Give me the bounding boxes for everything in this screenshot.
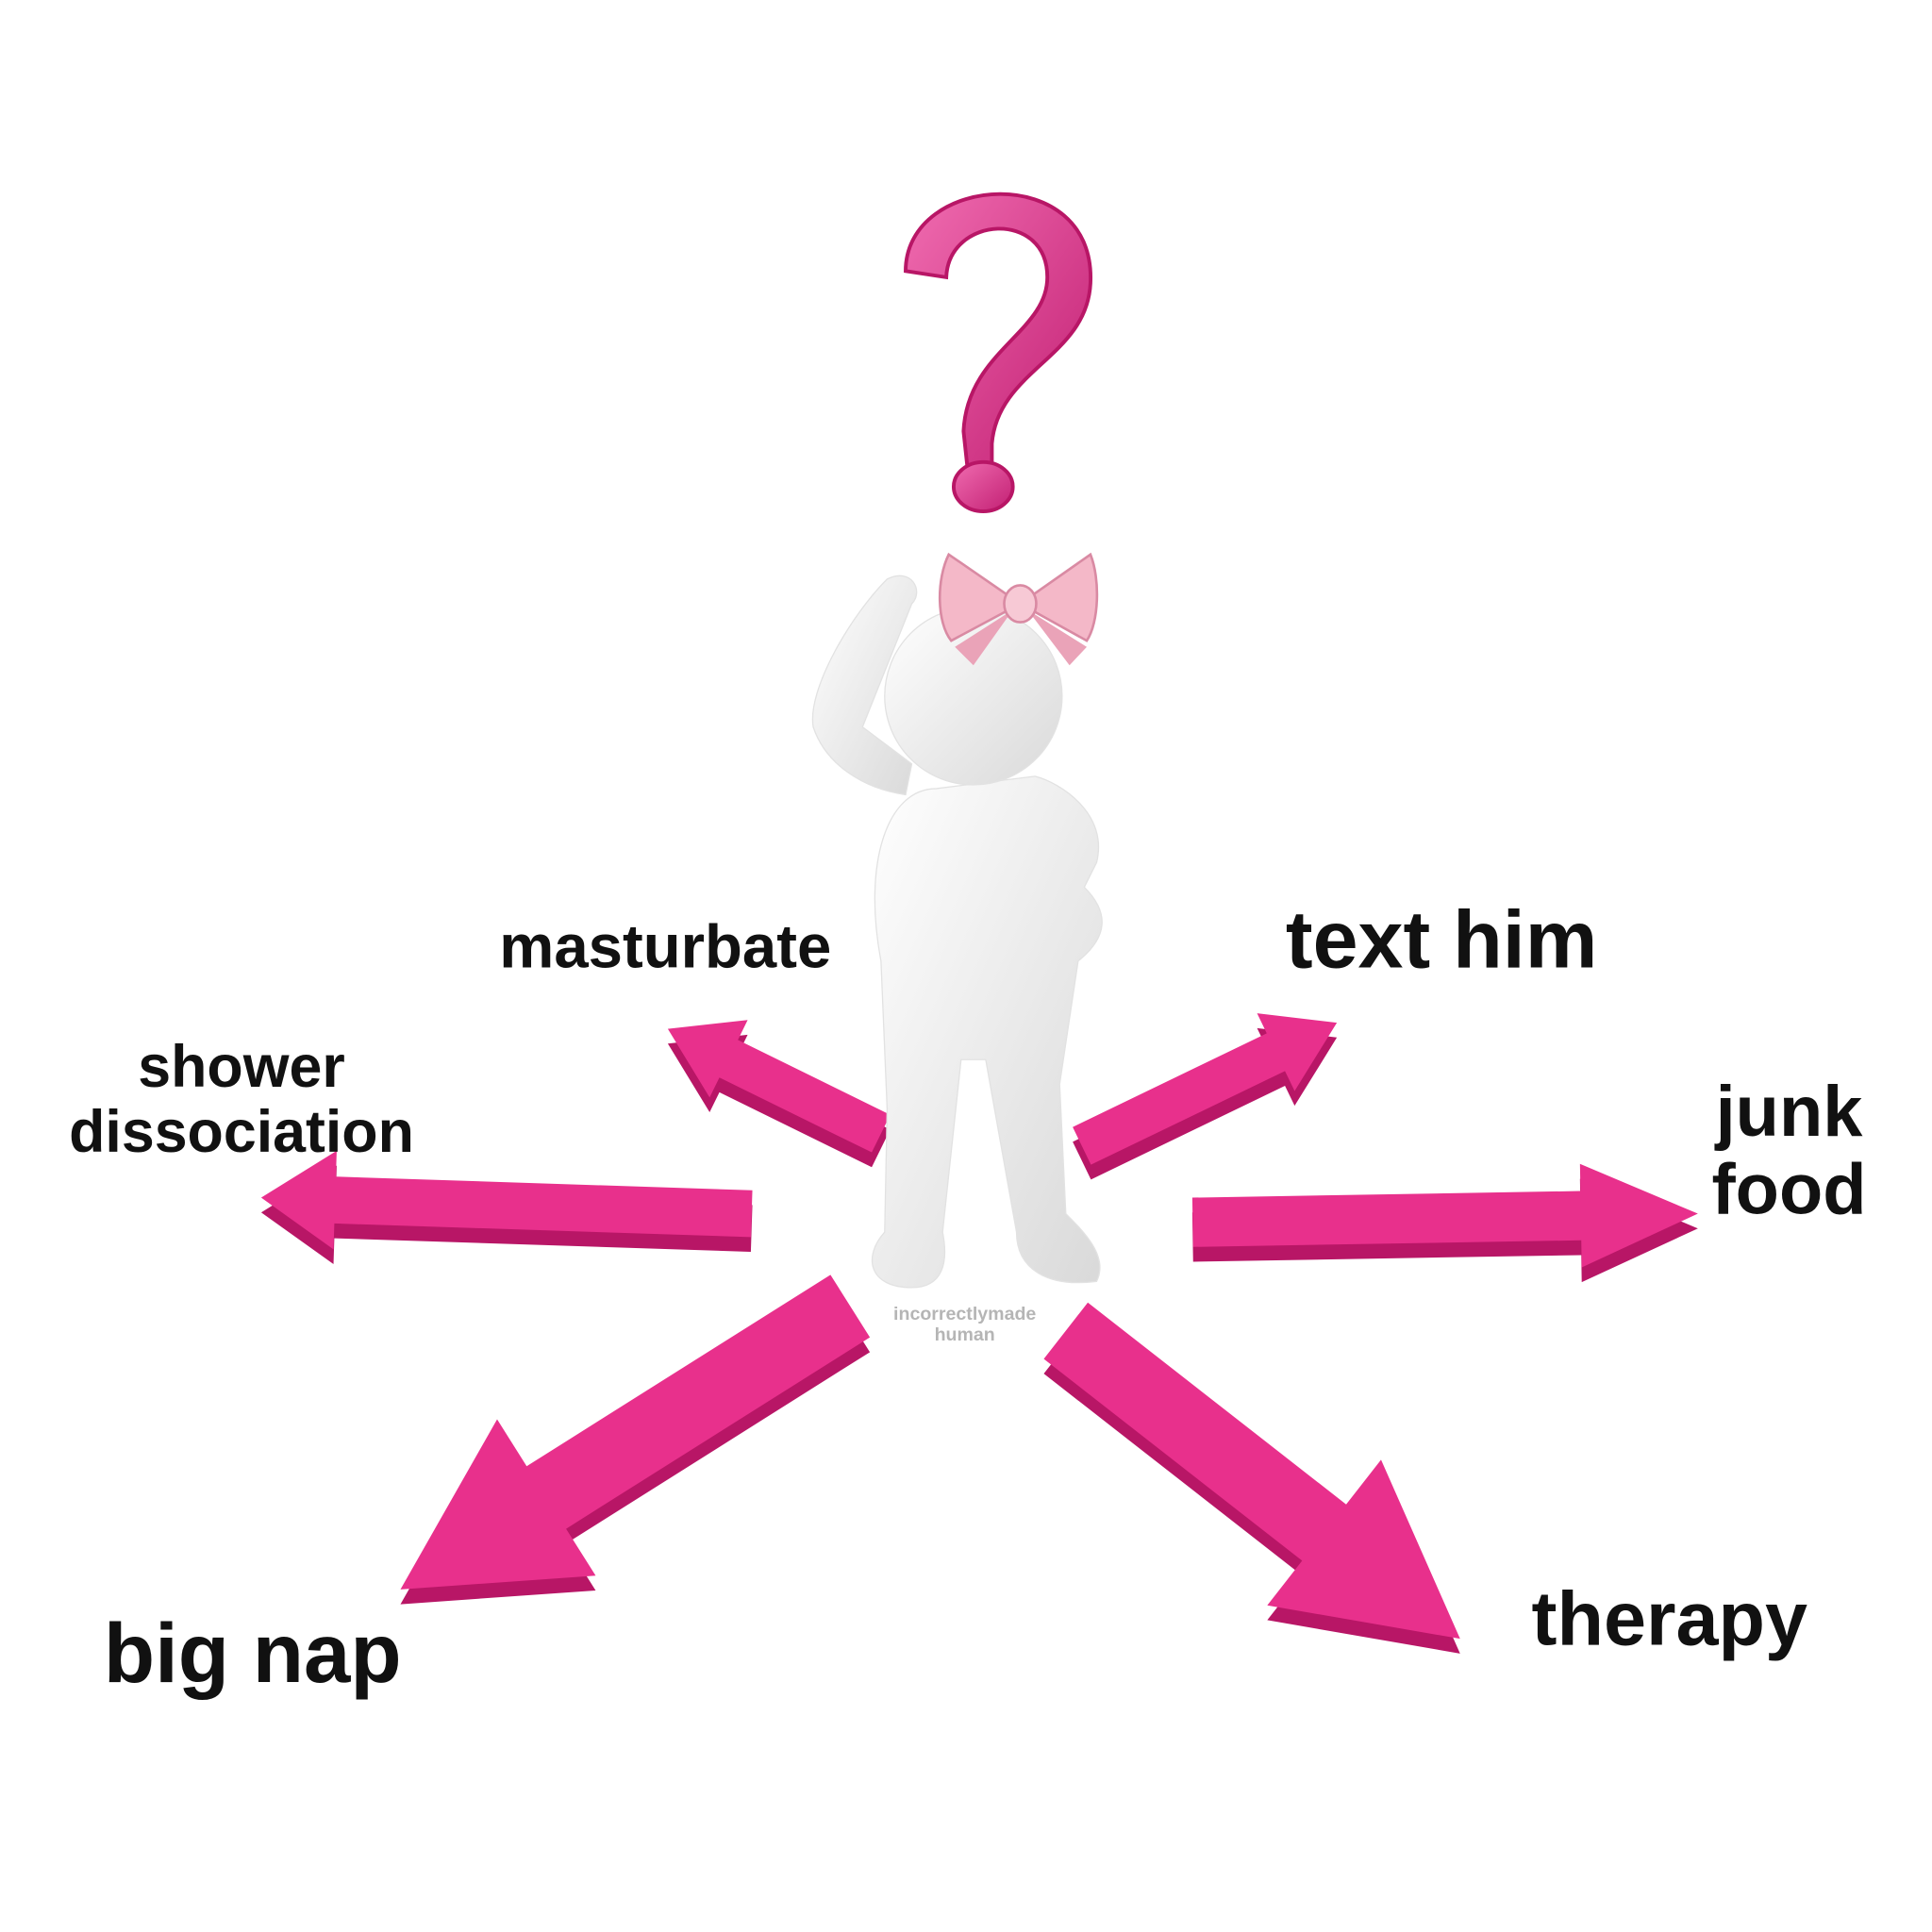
- arrow-shower-icon: [260, 1150, 753, 1250]
- label-food: food: [1711, 1150, 1866, 1230]
- arrows-group: [260, 1013, 1698, 1654]
- thinking-figure: [811, 575, 1103, 1289]
- arrow-big-nap-icon: [400, 1274, 871, 1590]
- arrow-junk-food-icon: [1191, 1163, 1698, 1268]
- label-shower: shower: [138, 1034, 344, 1100]
- label-dissociation: dissociation: [69, 1099, 414, 1165]
- label-text-him: text him: [1286, 894, 1597, 985]
- arrow-text-him-icon: [1073, 1013, 1338, 1165]
- arrow-masturbate-icon: [667, 1020, 891, 1153]
- watermark-line2: human: [935, 1324, 995, 1345]
- label-therapy: therapy: [1532, 1577, 1807, 1662]
- label-junk: junk: [1714, 1072, 1864, 1152]
- watermark-line1: incorrectlymade: [893, 1304, 1036, 1324]
- label-big-nap: big nap: [104, 1607, 402, 1700]
- arrow-therapy-icon: [1043, 1302, 1460, 1640]
- question-mark-icon: [904, 192, 1092, 513]
- label-masturbate: masturbate: [499, 911, 831, 980]
- pink-bow-icon: [938, 552, 1099, 666]
